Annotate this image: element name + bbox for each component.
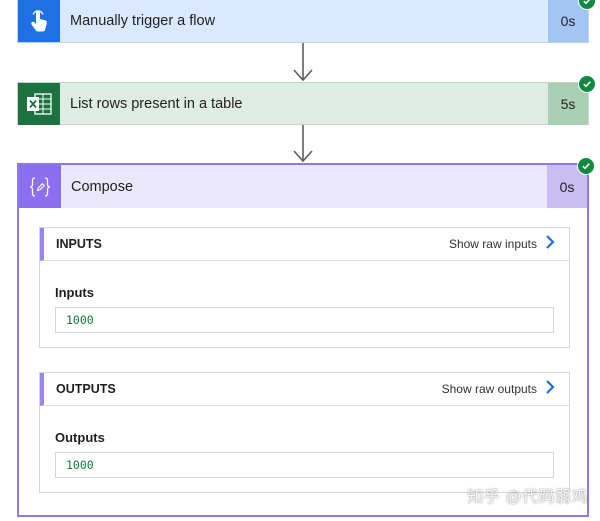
inputs-field-label: Inputs — [55, 285, 94, 300]
step-title: Compose — [71, 178, 134, 195]
excel-icon — [18, 83, 60, 125]
step-card-compose[interactable]: Compose 0s INPUTS Show raw inputs Inputs… — [17, 157, 595, 517]
inputs-section-title: INPUTS — [56, 237, 102, 251]
outputs-field-label: Outputs — [55, 430, 105, 445]
step-header[interactable]: List rows present in a table 5s — [18, 83, 588, 125]
outputs-section-header: OUTPUTS Show raw outputs — [40, 373, 569, 406]
step-card-list-rows[interactable]: List rows present in a table 5s — [17, 75, 596, 125]
chevron-right-icon[interactable] — [545, 234, 555, 255]
outputs-section-title: OUTPUTS — [56, 382, 116, 396]
inputs-value-box[interactable]: 1000 — [55, 307, 554, 333]
step-title: List rows present in a table — [70, 96, 243, 112]
step-card-trigger[interactable]: Manually trigger a flow 0s — [17, 0, 596, 43]
step-title: Manually trigger a flow — [70, 13, 216, 29]
step-header[interactable]: Manually trigger a flow 0s — [18, 0, 588, 42]
show-raw-inputs-link[interactable]: Show raw inputs — [448, 237, 537, 251]
outputs-value-box[interactable]: 1000 — [55, 452, 554, 478]
watermark-text: 知乎 @代码弱鸡 — [467, 489, 588, 506]
step-duration: 5s — [548, 83, 588, 125]
flow-arrow-icon — [291, 125, 315, 163]
hand-touch-icon — [18, 0, 60, 42]
flow-arrow-icon — [291, 43, 315, 82]
inputs-section: INPUTS Show raw inputs Inputs 1000 — [39, 227, 570, 348]
step-header[interactable]: Compose 0s — [19, 165, 587, 208]
inputs-section-body: Inputs 1000 — [40, 261, 569, 347]
outputs-section-body: Outputs 1000 — [40, 406, 569, 492]
outputs-section: OUTPUTS Show raw outputs Outputs 1000 — [39, 372, 570, 493]
inputs-section-header: INPUTS Show raw inputs — [40, 228, 569, 261]
chevron-right-icon[interactable] — [545, 379, 555, 400]
success-check-icon — [578, 75, 596, 93]
success-check-icon — [577, 157, 595, 175]
compose-braces-icon — [19, 165, 61, 208]
show-raw-outputs-link[interactable]: Show raw outputs — [441, 382, 537, 396]
